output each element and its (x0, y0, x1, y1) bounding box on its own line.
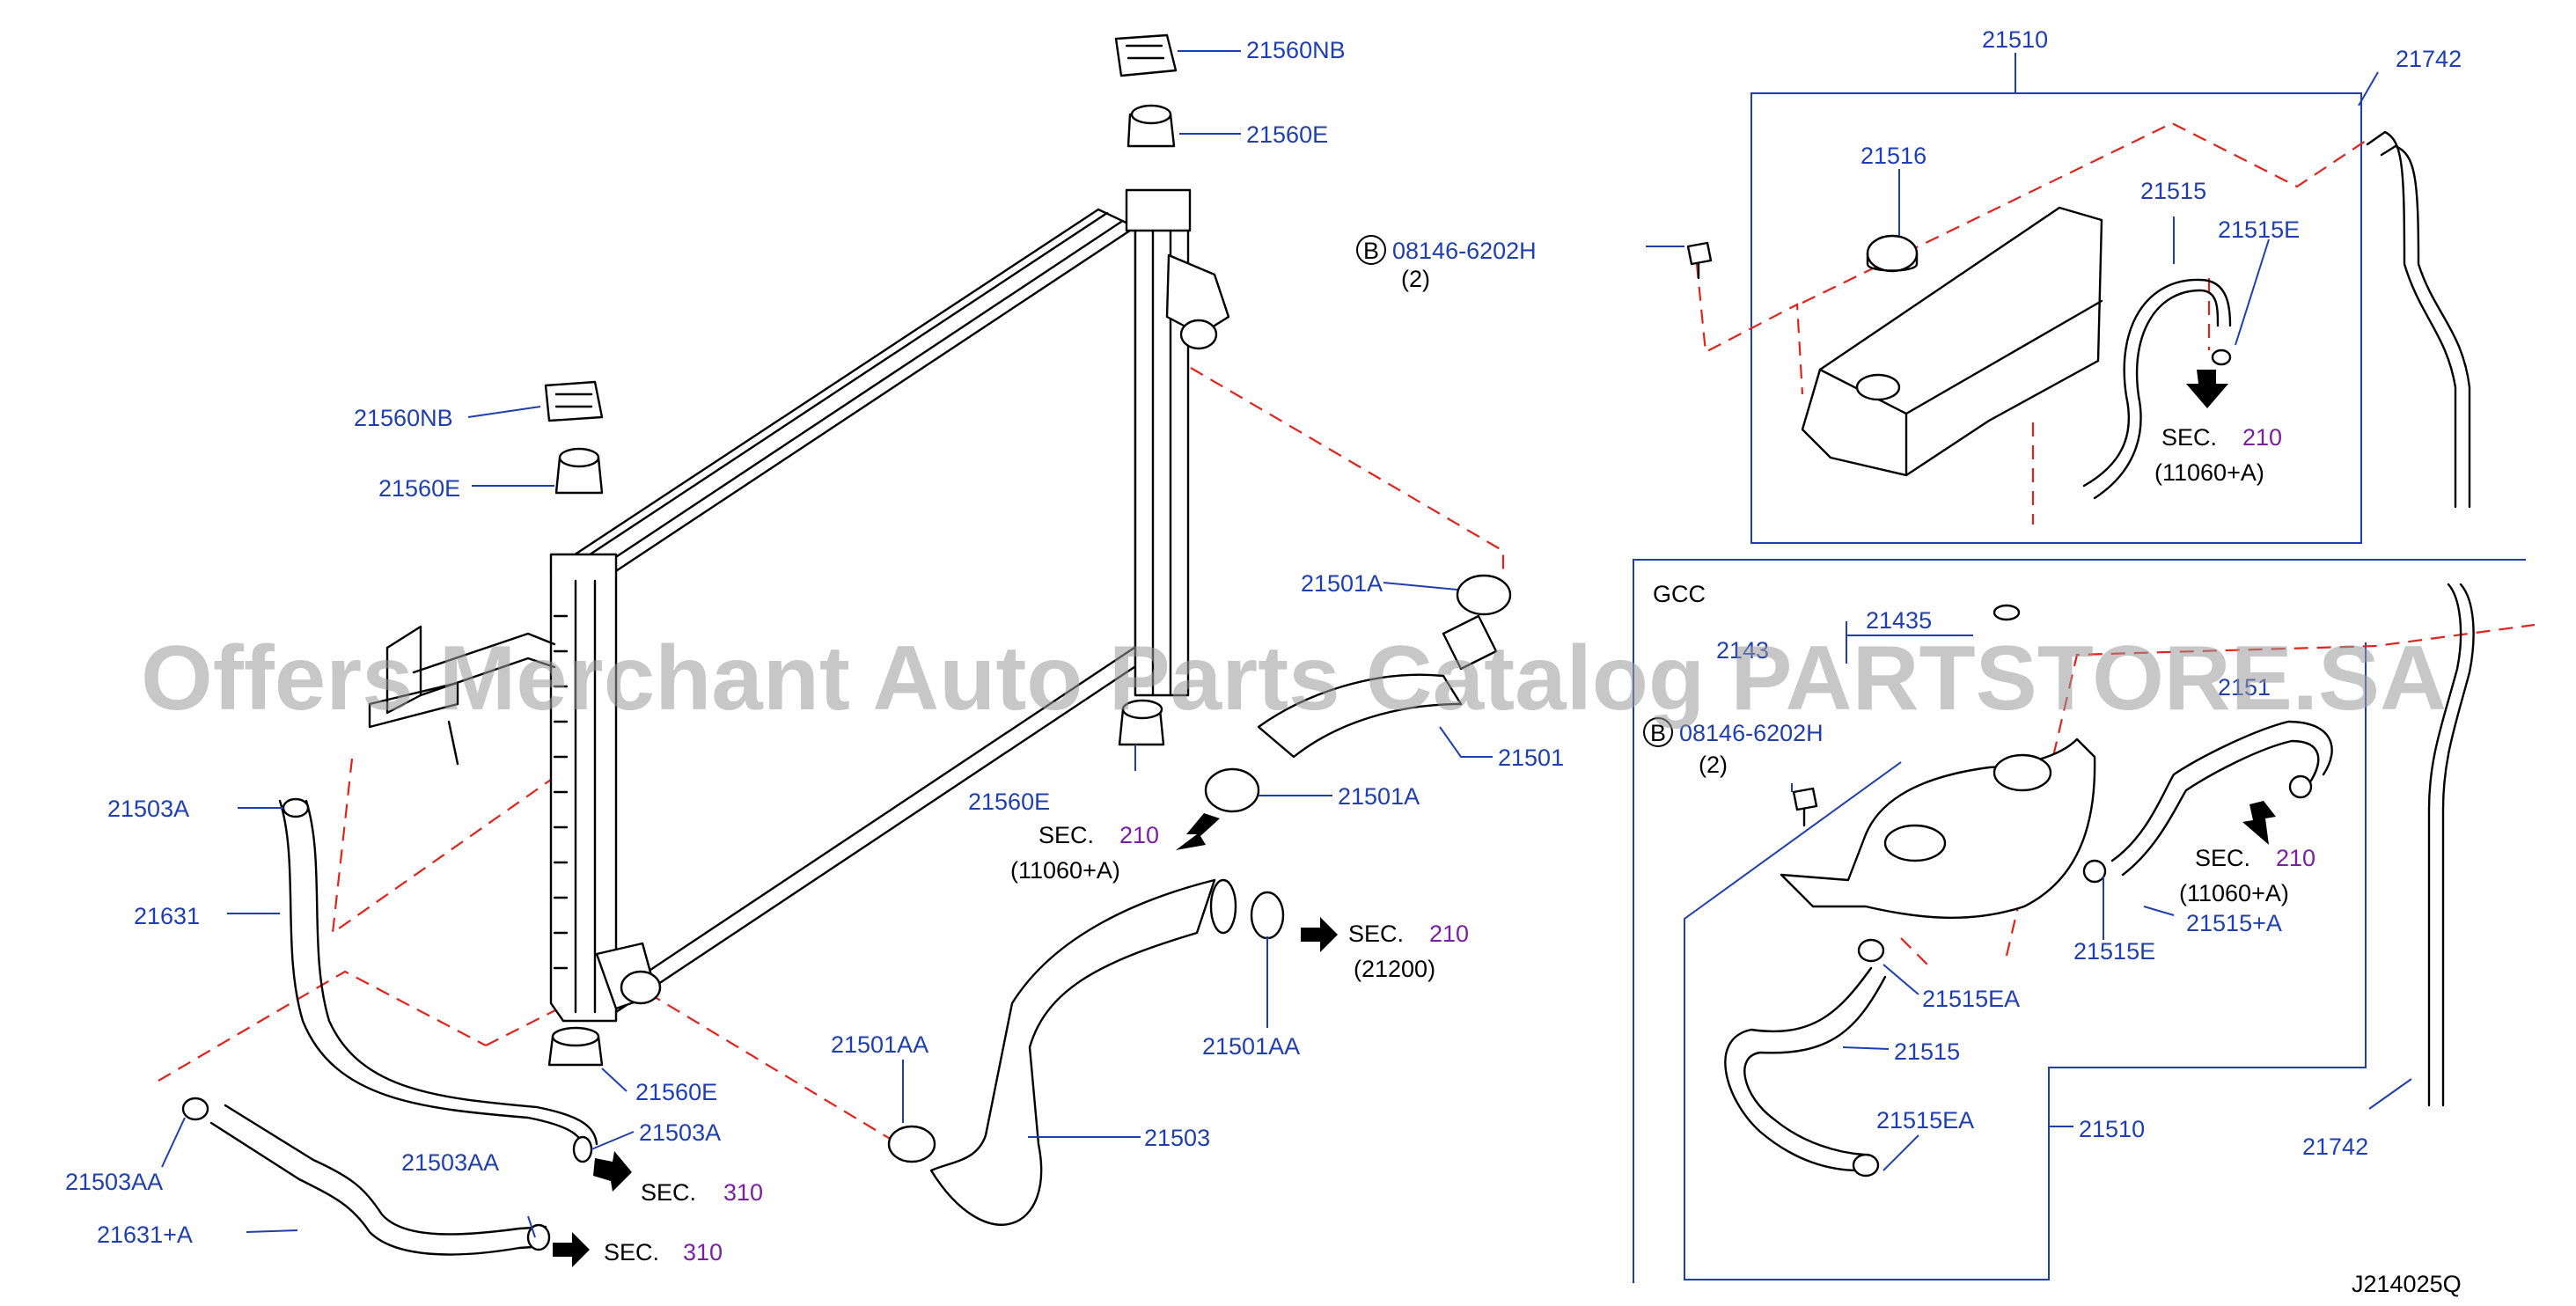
label-21742-gcc: 21742 (2302, 1134, 2368, 1160)
reservoir-tank-top[interactable] (1801, 206, 2103, 477)
svg-text:B: B (1363, 238, 1379, 264)
upper-radiator-hose[interactable] (1257, 614, 1498, 759)
gcc-section-frame (1633, 559, 2526, 1283)
hose-21515-gcc[interactable] (1724, 966, 1887, 1172)
arrows (553, 370, 2276, 1267)
watermark-text: Offers Merchant Auto Parts Catalog PARTS… (141, 627, 2447, 730)
reservoir-tank-gcc[interactable] (1780, 737, 2096, 920)
label-21503: 21503 (1144, 1125, 1210, 1151)
hose-clamps-small[interactable] (181, 797, 593, 1251)
hose-clamp-lower-right[interactable] (1250, 891, 1285, 940)
diagram-code: J214025Q (2352, 1271, 2462, 1297)
label-sec210-a-prefix: SEC. (1038, 822, 1094, 848)
label-21515EA-top: 21515EA (1922, 986, 2020, 1012)
routing-dashed-lines (158, 121, 2536, 1143)
label-21501AA-left: 21501AA (831, 1031, 928, 1058)
label-21503A-bottom: 21503A (639, 1119, 721, 1146)
bolt-symbol-gcc: B (1643, 717, 1673, 747)
label-2151-partial: 2151 (2218, 674, 2271, 701)
label-sec210-c-prefix: SEC. (2161, 424, 2217, 451)
hose-21515A-gcc[interactable] (2110, 720, 2333, 877)
label-21560E-top: 21560E (1246, 121, 1328, 148)
label-21631A: 21631+A (97, 1222, 193, 1248)
reservoir-cap-gcc[interactable] (1993, 604, 2021, 621)
label-21516: 21516 (1860, 143, 1926, 169)
label-bolt-top-part: 08146-6202H (1392, 238, 1537, 264)
label-21560NB-left: 21560NB (354, 405, 453, 431)
hose-clips-gcc[interactable] (1852, 774, 2313, 1178)
hose-clip-21515E[interactable] (2211, 349, 2232, 366)
label-sec210-d-num: 210 (2276, 845, 2315, 871)
label-21501A-top: 21501A (1301, 570, 1383, 597)
bolt-top[interactable] (1686, 241, 1713, 280)
svg-text:B: B (1650, 720, 1666, 746)
reservoir-cap-21516[interactable] (1866, 234, 1919, 273)
upper-mount-bracket-top[interactable] (1114, 33, 1178, 77)
label-21501A-bottom: 21501A (1338, 783, 1420, 810)
hose-clamp-upper[interactable] (1456, 574, 1512, 616)
bolt-gcc[interactable] (1792, 787, 1818, 827)
label-sec310-a-num: 310 (723, 1179, 763, 1206)
lower-mount-insulator-mid[interactable] (1118, 699, 1165, 746)
label-21503A-left: 21503A (107, 796, 189, 822)
label-21515E-gcc: 21515E (2073, 938, 2155, 965)
upper-mount-bracket-left[interactable] (544, 380, 604, 422)
label-21510-gcc: 21510 (2079, 1116, 2145, 1142)
lower-radiator-hose[interactable] (929, 878, 1237, 1226)
label-21515EA-bottom: 21515EA (1876, 1107, 1974, 1134)
cooler-pipe-assembly[interactable] (368, 625, 556, 766)
radiator-core[interactable] (549, 188, 1230, 1023)
heater-hose-21631A[interactable] (209, 1104, 547, 1256)
label-21515E-top: 21515E (2218, 216, 2300, 243)
mount-insulator-left[interactable] (554, 447, 604, 495)
label-21435: 21435 (1866, 607, 1932, 634)
label-bolt-gcc-part: 08146-6202H (1679, 720, 1824, 746)
label-21631: 21631 (134, 903, 200, 929)
label-2143-partial: 2143 (1716, 637, 1769, 664)
label-bolt-gcc-qty: (2) (1699, 752, 1728, 778)
label-sec210-c-num: 210 (2242, 424, 2282, 451)
label-sec210-d-prefix: SEC. (2195, 845, 2250, 871)
mount-insulator-top[interactable] (1127, 104, 1176, 148)
label-21503AA-mid: 21503AA (401, 1149, 499, 1176)
label-sec310-a-prefix: SEC. (641, 1179, 696, 1206)
hose-clamp-upper-2[interactable] (1204, 767, 1260, 813)
label-21560E-mid: 21560E (968, 789, 1050, 815)
lower-mount-insulator-bottom[interactable] (547, 1026, 604, 1067)
leader-lines (161, 50, 2412, 1238)
label-21560E-bottom: 21560E (635, 1079, 717, 1105)
radiator-fins (553, 614, 569, 970)
part-labels: 21560NB 21560E 21560NB 21560E 08146-6202… (65, 26, 2462, 1266)
label-21501: 21501 (1498, 745, 1564, 771)
label-21742-top: 21742 (2396, 46, 2462, 72)
label-21560E-left: 21560E (378, 475, 460, 502)
label-21503AA-left: 21503AA (65, 1169, 163, 1195)
label-21510-top: 21510 (1982, 26, 2048, 53)
label-21515-gcc: 21515 (1894, 1038, 1960, 1065)
label-sec210-b-num: 210 (1429, 921, 1469, 947)
hose-clamp-lower-left[interactable] (887, 1125, 936, 1163)
label-sec210-b-ref: (21200) (1354, 956, 1435, 982)
label-21501AA-right: 21501AA (1202, 1033, 1300, 1060)
label-21515A: 21515+A (2186, 910, 2282, 936)
overflow-hose-21515[interactable] (2082, 278, 2232, 500)
pipe-21742-top[interactable] (2366, 130, 2471, 509)
heater-hose-21631[interactable] (278, 799, 598, 1153)
label-sec210-d-ref: (11060+A) (2179, 880, 2289, 906)
label-bolt-top-qty: (2) (1401, 266, 1430, 292)
label-sec210-a-ref: (11060+A) (1010, 857, 1120, 884)
label-sec310-b-prefix: SEC. (604, 1239, 659, 1266)
reservoir-detail-frame (1750, 53, 2362, 544)
label-21560NB-top: 21560NB (1246, 37, 1346, 63)
label-sec210-b-prefix: SEC. (1348, 921, 1404, 947)
bolt-symbol-top: B (1356, 235, 1386, 265)
label-gcc: GCC (1653, 581, 1706, 607)
pipe-21742-gcc[interactable] (2427, 583, 2475, 1107)
label-21515-top: 21515 (2140, 178, 2206, 204)
label-sec210-c-ref: (11060+A) (2154, 459, 2264, 486)
label-sec210-a-num: 210 (1119, 822, 1159, 848)
label-sec310-b-num: 310 (683, 1239, 723, 1266)
